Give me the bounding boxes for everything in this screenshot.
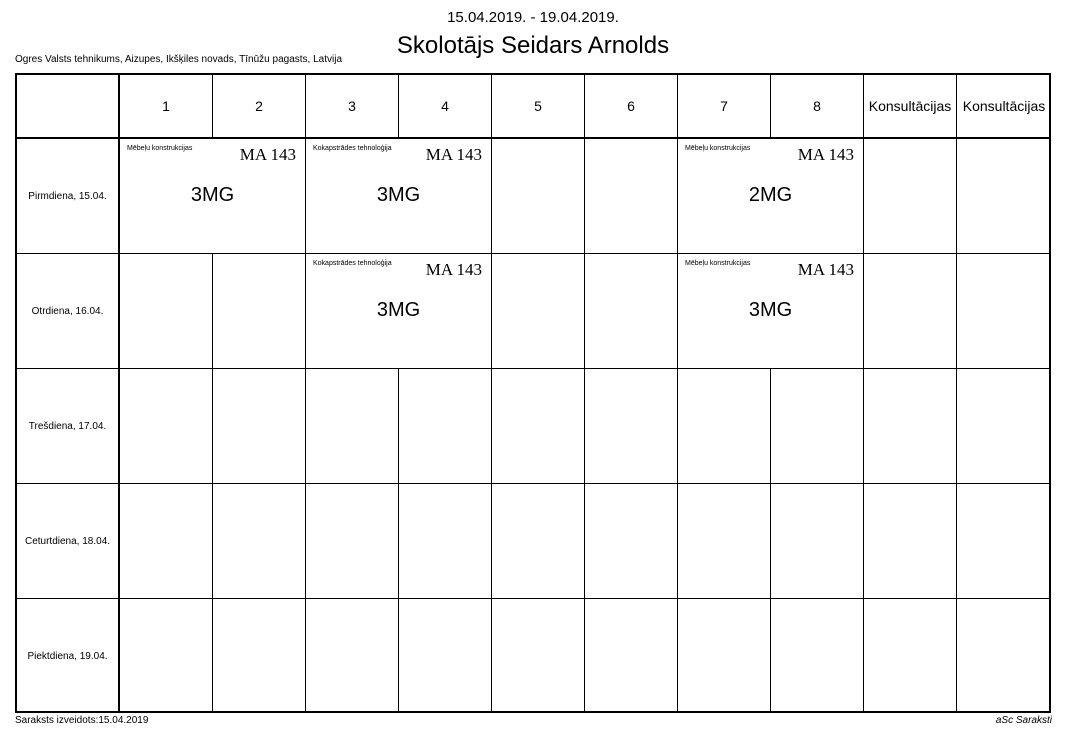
- empty-slot[interactable]: [771, 599, 864, 713]
- empty-slot[interactable]: [864, 254, 957, 369]
- empty-slot[interactable]: [957, 254, 1051, 369]
- empty-slot[interactable]: [120, 599, 213, 713]
- empty-slot[interactable]: [957, 484, 1051, 599]
- period-header: 5: [492, 75, 585, 139]
- empty-slot[interactable]: [585, 139, 678, 254]
- corner-cell: [17, 75, 120, 139]
- empty-slot[interactable]: [585, 484, 678, 599]
- empty-slot[interactable]: [492, 369, 585, 484]
- day-label: Otrdiena, 16.04.: [17, 254, 120, 369]
- day-label: Trešdiena, 17.04.: [17, 369, 120, 484]
- empty-slot[interactable]: [864, 369, 957, 484]
- empty-slot[interactable]: [399, 484, 492, 599]
- empty-slot[interactable]: [678, 369, 771, 484]
- empty-slot[interactable]: [678, 599, 771, 713]
- empty-slot[interactable]: [864, 599, 957, 713]
- period-header: 6: [585, 75, 678, 139]
- empty-slot[interactable]: [306, 599, 399, 713]
- period-header: Konsultācijas: [864, 75, 957, 139]
- empty-slot[interactable]: [957, 369, 1051, 484]
- lesson-subject: Mēbeļu konstrukcijas: [685, 260, 751, 267]
- lesson-card[interactable]: Kokapstrādes tehnoloģija MA 143 3MG: [306, 254, 492, 369]
- period-header: 7: [678, 75, 771, 139]
- lesson-card[interactable]: Mēbeļu konstrukcijas MA 143 2MG: [678, 139, 864, 254]
- empty-slot[interactable]: [492, 139, 585, 254]
- page-title: Skolotājs Seidars Arnolds: [396, 32, 670, 59]
- lesson-subject: Kokapstrādes tehnoloģija: [313, 260, 392, 267]
- lesson-room: MA 143: [797, 145, 854, 164]
- empty-slot[interactable]: [120, 369, 213, 484]
- period-header: 1: [120, 75, 213, 139]
- empty-slot[interactable]: [120, 254, 213, 369]
- empty-slot[interactable]: [585, 254, 678, 369]
- period-header: 4: [399, 75, 492, 139]
- lesson-room: MA 143: [425, 260, 482, 279]
- day-label: Ceturtdiena, 18.04.: [17, 484, 120, 599]
- empty-slot[interactable]: [399, 599, 492, 713]
- lesson-room: MA 143: [797, 260, 854, 279]
- empty-slot[interactable]: [864, 484, 957, 599]
- lesson-class: 3MG: [376, 299, 421, 321]
- empty-slot[interactable]: [120, 484, 213, 599]
- empty-slot[interactable]: [492, 599, 585, 713]
- lesson-subject: Mēbeļu konstrukcijas: [685, 145, 751, 152]
- period-header: 3: [306, 75, 399, 139]
- empty-slot[interactable]: [864, 139, 957, 254]
- created-date: Saraksts izveidots:15.04.2019: [15, 715, 149, 726]
- empty-slot[interactable]: [306, 484, 399, 599]
- empty-slot[interactable]: [585, 599, 678, 713]
- empty-slot[interactable]: [678, 484, 771, 599]
- empty-slot[interactable]: [306, 369, 399, 484]
- lesson-class: 2MG: [748, 184, 793, 206]
- period-header: 8: [771, 75, 864, 139]
- empty-slot[interactable]: [957, 139, 1051, 254]
- lesson-subject: Mēbeļu konstrukcijas: [127, 145, 193, 152]
- lesson-class: 3MG: [748, 299, 793, 321]
- empty-slot[interactable]: [771, 369, 864, 484]
- lesson-card[interactable]: Mēbeļu konstrukcijas MA 143 3MG: [120, 139, 306, 254]
- period-header: Konsultācijas: [957, 75, 1051, 139]
- lesson-class: 3MG: [190, 184, 235, 206]
- empty-slot[interactable]: [213, 599, 306, 713]
- lesson-card[interactable]: Mēbeļu konstrukcijas MA 143 3MG: [678, 254, 864, 369]
- period-header: 2: [213, 75, 306, 139]
- empty-slot[interactable]: [492, 254, 585, 369]
- lesson-subject: Kokapstrādes tehnoloģija: [313, 145, 392, 152]
- lesson-room: MA 143: [239, 145, 296, 164]
- empty-slot[interactable]: [399, 369, 492, 484]
- empty-slot[interactable]: [213, 484, 306, 599]
- school-name: Ogres Valsts tehnikums, Aizupes, Ikšķile…: [15, 54, 343, 65]
- empty-slot[interactable]: [771, 484, 864, 599]
- date-range: 15.04.2019. - 19.04.2019.: [447, 9, 619, 26]
- lesson-room: MA 143: [425, 145, 482, 164]
- lesson-card[interactable]: Kokapstrādes tehnoloģija MA 143 3MG: [306, 139, 492, 254]
- empty-slot[interactable]: [585, 369, 678, 484]
- lesson-class: 3MG: [376, 184, 421, 206]
- empty-slot[interactable]: [957, 599, 1051, 713]
- day-label: Pirmdiena, 15.04.: [17, 139, 120, 254]
- day-label: Piektdiena, 19.04.: [17, 599, 120, 713]
- empty-slot[interactable]: [213, 369, 306, 484]
- empty-slot[interactable]: [213, 254, 306, 369]
- brand-label: aSc Saraksti: [995, 715, 1052, 726]
- empty-slot[interactable]: [492, 484, 585, 599]
